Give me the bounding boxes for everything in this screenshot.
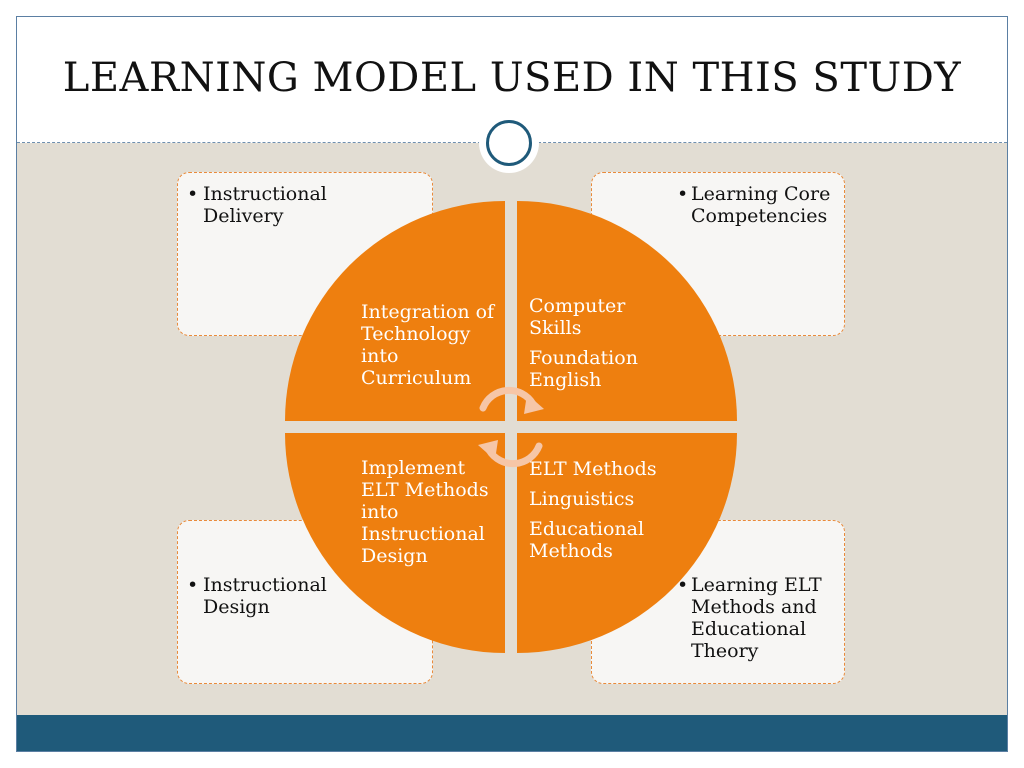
card-bottom-right-label: Learning ELT Methods and Educational The… bbox=[691, 574, 822, 662]
card-top-right-label: Learning Core Competencies bbox=[691, 183, 831, 227]
quadrant-bottom-right-item: ELT Methods bbox=[529, 458, 657, 480]
quadrant-top-left-text: Integration of Technology into Curriculu… bbox=[361, 301, 501, 397]
footer-bar bbox=[17, 715, 1007, 751]
quadrant-bottom-right-item: Linguistics bbox=[529, 488, 635, 510]
slide: LEARNING MODEL USED IN THIS STUDY • Inst… bbox=[16, 16, 1008, 752]
quadrant-bottom-right bbox=[517, 433, 737, 653]
quadrant-bottom-left bbox=[285, 433, 505, 653]
cycle-arrows-icon bbox=[478, 386, 544, 468]
quadrant-top-right-item: Foundation English bbox=[529, 347, 638, 391]
quadrant-top-right-text: Computer Skills Foundation English bbox=[529, 295, 659, 399]
quadrant-top-left-item: Integration of Technology into Curriculu… bbox=[361, 301, 495, 389]
quadrant-bottom-left-text: Implement ELT Methods into Instructional… bbox=[361, 457, 501, 575]
quadrant-bottom-right-item: Educational Methods bbox=[529, 518, 645, 562]
slide-title: LEARNING MODEL USED IN THIS STUDY bbox=[62, 55, 962, 101]
quadrant-top-right-item: Computer Skills bbox=[529, 295, 626, 339]
quadrant-circle bbox=[285, 201, 737, 653]
quadrant-bottom-right-text: ELT Methods Linguistics Educational Meth… bbox=[529, 458, 669, 570]
quadrant-bottom-left-item: Implement ELT Methods into Instructional… bbox=[361, 457, 489, 567]
card-bottom-left-label: Instructional Design bbox=[203, 574, 327, 618]
quadrant-top-left bbox=[285, 201, 505, 421]
card-top-left-label: Instructional Delivery bbox=[203, 183, 327, 227]
ring-icon bbox=[479, 113, 539, 173]
quadrant-top-right bbox=[517, 201, 737, 421]
